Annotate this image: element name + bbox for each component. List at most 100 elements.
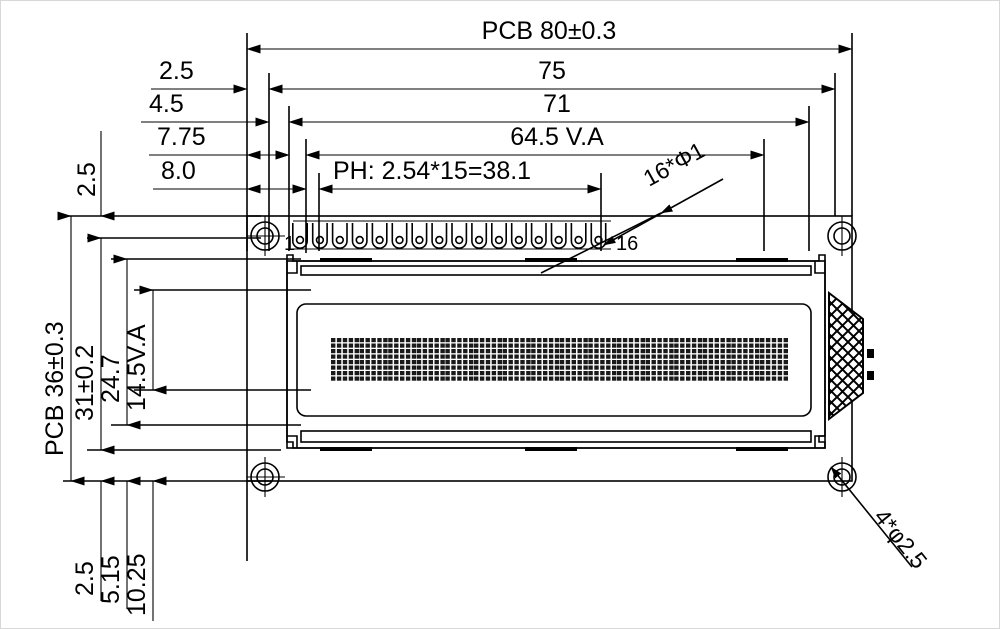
- dot-pixel: [726, 371, 731, 376]
- dot-pixel: [554, 360, 560, 365]
- dot-pixel: [612, 343, 617, 348]
- mounting-holes: [247, 216, 857, 497]
- dot-pixel: [405, 343, 411, 348]
- dot-pixel: [405, 338, 411, 343]
- dot-pixel: [463, 354, 468, 359]
- dot-pixel: [348, 365, 354, 370]
- dot-pixel: [594, 371, 599, 376]
- dot-pixel: [708, 349, 714, 354]
- dot-pixel: [457, 354, 462, 359]
- dot-pixel: [371, 338, 376, 343]
- dot-pixel: [720, 343, 725, 348]
- dot-pixel: [445, 338, 450, 343]
- dot-pixel: [628, 338, 634, 343]
- dot-pixel: [336, 343, 342, 348]
- dot-pixel: [731, 360, 736, 365]
- dot-pixel: [783, 343, 788, 348]
- dot-pixel: [342, 365, 348, 370]
- dot-pixel: [583, 376, 588, 381]
- dot-pixel: [348, 338, 354, 343]
- dot-pixel: [691, 365, 697, 370]
- dot-pixel: [583, 360, 588, 365]
- dot-pixel: [628, 354, 634, 359]
- dot-pixel: [657, 360, 662, 365]
- dot-pixel: [445, 371, 450, 376]
- pin-hole: [435, 235, 444, 245]
- dot-pixel: [445, 376, 450, 381]
- dot-pixel: [600, 371, 605, 376]
- dot-pixel: [640, 349, 645, 354]
- dot-pixel: [359, 338, 364, 343]
- dot-pixel: [749, 343, 754, 348]
- dot-pixel: [531, 343, 536, 348]
- dot-pixel: [640, 371, 645, 376]
- dot-pixel: [514, 343, 519, 348]
- dim-pcb-height: PCB 36±0.3: [41, 211, 85, 486]
- dot-pixel: [743, 354, 748, 359]
- dot-pixel: [663, 371, 668, 376]
- dot-pixel: [691, 376, 697, 381]
- dot-pixel: [577, 338, 582, 343]
- dot-pixel: [416, 349, 422, 354]
- dot-pixel: [588, 365, 593, 370]
- dot-pixel: [628, 376, 634, 381]
- offset-8p0-label: 8.0: [161, 157, 196, 185]
- dot-pixel: [669, 371, 674, 376]
- dot-pixel: [514, 354, 519, 359]
- dot-pixel: [502, 338, 507, 343]
- pin-hole: [395, 235, 404, 245]
- dot-pixel: [405, 354, 411, 359]
- backlight-connector-block: [828, 290, 874, 422]
- dim-31: 31±0.2: [71, 233, 115, 455]
- dot-pixel: [686, 371, 691, 376]
- dot-pixel: [720, 371, 725, 376]
- dot-pixel: [600, 349, 605, 354]
- dot-pixel: [485, 354, 491, 359]
- dot-pixel: [720, 338, 725, 343]
- dot-pixel: [371, 376, 376, 381]
- dot-pixel: [463, 376, 468, 381]
- dot-pixel: [554, 343, 560, 348]
- pin-pad: [570, 223, 587, 249]
- pin-pad: [351, 223, 368, 249]
- dot-pixel: [600, 354, 605, 359]
- dot-pixel: [537, 376, 542, 381]
- dot-pixel: [497, 343, 502, 348]
- dot-pixel: [571, 343, 576, 348]
- dot-pixel: [731, 371, 736, 376]
- dot-pixel: [617, 371, 622, 376]
- dot-pixel: [491, 371, 497, 376]
- dot-pixel: [588, 360, 593, 365]
- dot-pixel: [588, 349, 593, 354]
- dot-pixel: [771, 365, 777, 370]
- dot-pixel: [674, 338, 679, 343]
- dot-pixel: [765, 360, 771, 365]
- dot-pixel: [691, 360, 697, 365]
- dot-pixel: [697, 338, 703, 343]
- dot-pixel: [669, 376, 674, 381]
- dot-pixel: [411, 338, 417, 343]
- dot-pixel: [634, 354, 640, 359]
- dot-pixel: [359, 360, 364, 365]
- dim-71: 71: [288, 90, 810, 127]
- dot-pixel: [708, 365, 714, 370]
- dot-pixel: [365, 354, 370, 359]
- dot-pixel: [720, 376, 725, 381]
- dot-pixel: [354, 371, 359, 376]
- dot-pixel: [765, 354, 771, 359]
- dot-pixel: [537, 338, 542, 343]
- dot-pixel: [686, 338, 691, 343]
- dot-pixel: [737, 343, 742, 348]
- dot-pixel: [463, 371, 468, 376]
- dot-pixel: [520, 349, 525, 354]
- dot-pixel: [388, 338, 393, 343]
- dot-pixel: [411, 360, 417, 365]
- dot-pixel: [479, 371, 485, 376]
- dot-pixel: [628, 343, 634, 348]
- dot-pixel: [543, 349, 548, 354]
- dot-pixel: [388, 360, 393, 365]
- pin-pad: [411, 223, 428, 249]
- dot-pixel: [371, 349, 376, 354]
- dot-pixel: [474, 349, 479, 354]
